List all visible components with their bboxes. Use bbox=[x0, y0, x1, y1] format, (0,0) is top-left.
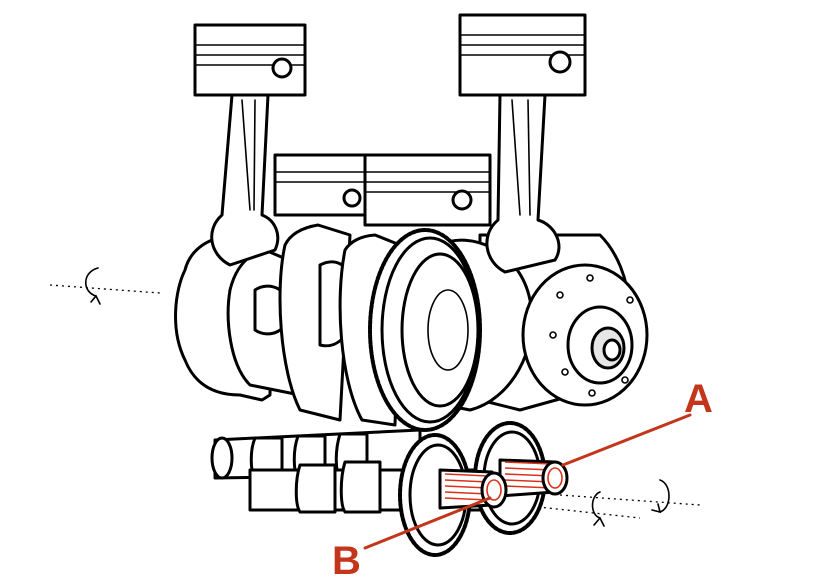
callout-b-label: B bbox=[332, 539, 361, 583]
callout-b-leader bbox=[363, 496, 492, 550]
rotation-arrow-icon bbox=[591, 491, 605, 527]
piston-left-front bbox=[193, 23, 307, 267]
piston-middle-right bbox=[363, 153, 492, 227]
crankshaft-gear bbox=[368, 228, 482, 432]
journal-b bbox=[438, 468, 508, 510]
piston-right-front bbox=[458, 13, 587, 274]
crankshaft bbox=[174, 223, 649, 427]
balance-shaft-axes bbox=[519, 479, 701, 527]
journal-a bbox=[498, 458, 569, 498]
callout-a-label: A bbox=[684, 377, 713, 421]
rotation-arrow-icon bbox=[651, 479, 670, 514]
callout-a-leader bbox=[561, 413, 692, 467]
rotation-arrow-icon bbox=[84, 267, 101, 305]
piston-middle-left bbox=[273, 153, 372, 217]
crankshaft-rotation-axis bbox=[49, 267, 161, 305]
